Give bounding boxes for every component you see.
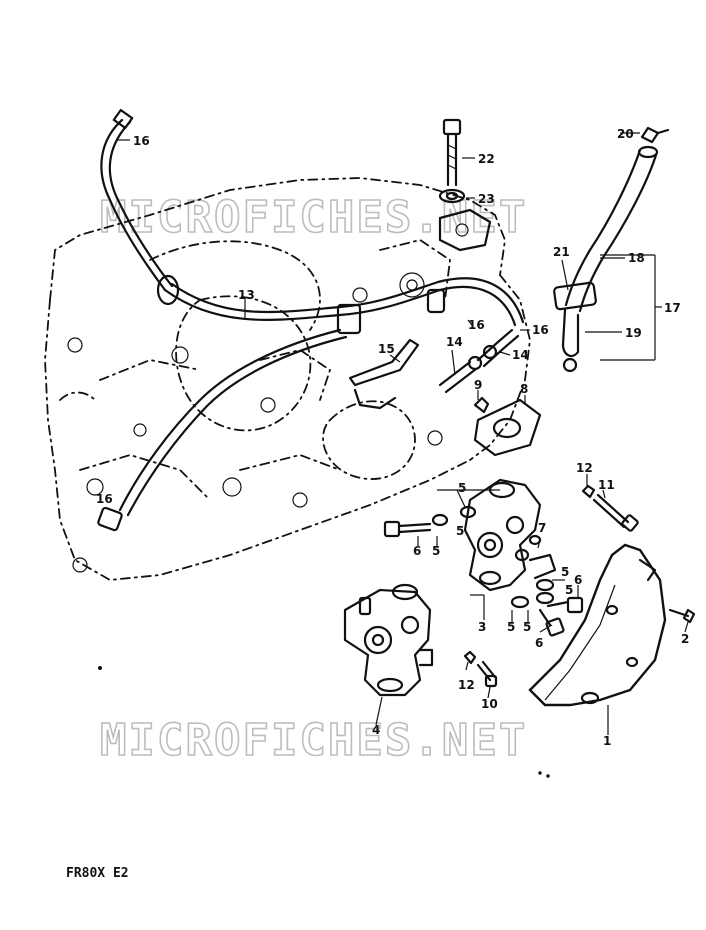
callout-13: 13 xyxy=(238,288,255,302)
callout-16-d: 16 xyxy=(96,492,113,506)
callout-6-c: 6 xyxy=(535,636,543,650)
washer-23 xyxy=(438,188,492,252)
callout-6-b: 6 xyxy=(574,573,582,587)
callout-5-d: 5 xyxy=(561,565,569,579)
oil-pump-3 xyxy=(463,478,557,592)
callout-20: 20 xyxy=(617,127,634,141)
bolt-22 xyxy=(442,118,462,187)
callout-12-a: 12 xyxy=(576,461,593,475)
callout-4: 4 xyxy=(372,723,380,737)
callout-18: 18 xyxy=(628,251,645,265)
callout-14-b: 14 xyxy=(512,348,529,362)
callout-10: 10 xyxy=(481,697,498,711)
callout-2: 2 xyxy=(681,632,689,646)
bolt-11 xyxy=(581,484,639,532)
hose-16-lower xyxy=(97,328,348,532)
callout-8: 8 xyxy=(520,382,528,396)
washers-5 xyxy=(431,505,555,609)
callout-3: 3 xyxy=(478,620,486,634)
callout-6-a: 6 xyxy=(413,544,421,558)
callout-5-g: 5 xyxy=(565,583,573,597)
hose-14-b xyxy=(476,328,520,368)
callout-16: 16 xyxy=(133,134,150,148)
clip-20 xyxy=(640,126,670,144)
callout-5-e: 5 xyxy=(507,620,515,634)
callout-1: 1 xyxy=(603,734,611,748)
callout-5-b: 5 xyxy=(456,524,464,538)
bracket-17 xyxy=(600,254,662,361)
fitting-21 xyxy=(553,281,597,373)
callout-21: 21 xyxy=(553,245,570,259)
callout-16-c: 16 xyxy=(532,323,549,337)
callout-5-c: 5 xyxy=(432,544,440,558)
watermark-bottom: MICROFICHES.NET xyxy=(100,715,527,766)
callout-19: 19 xyxy=(625,326,642,340)
callout-17: 17 xyxy=(664,301,681,315)
hose-13 xyxy=(156,274,525,335)
leader-lines xyxy=(118,132,689,735)
oil-pump-4 xyxy=(343,583,434,697)
callout-5-a: 5 xyxy=(458,481,466,495)
callout-7: 7 xyxy=(538,521,546,535)
callout-23: 23 xyxy=(478,192,495,206)
callout-12-b: 12 xyxy=(458,678,475,692)
callout-5-f: 5 xyxy=(523,620,531,634)
callout-15: 15 xyxy=(378,342,395,356)
callout-numbers: 16 13 22 23 20 18 21 17 19 16 16 15 14 1… xyxy=(96,127,689,748)
callout-14-a: 14 xyxy=(446,335,463,349)
callout-16-b: 16 xyxy=(468,318,485,332)
watermark-top: MICROFICHES.NET xyxy=(100,192,527,243)
hose-16-upper xyxy=(100,108,174,292)
bolts-6 xyxy=(383,520,584,637)
callout-11: 11 xyxy=(598,478,615,492)
callout-9: 9 xyxy=(474,378,482,392)
bolt-10 xyxy=(463,650,498,688)
clamp-9 xyxy=(473,396,490,414)
bracket-15 xyxy=(348,338,420,410)
gasket-8 xyxy=(473,398,542,457)
footer-code: FR80X E2 xyxy=(66,866,129,881)
hose-18 xyxy=(564,145,659,313)
callout-22: 22 xyxy=(478,152,495,166)
pump-cover-1 xyxy=(528,543,667,707)
screw-2 xyxy=(668,608,696,624)
